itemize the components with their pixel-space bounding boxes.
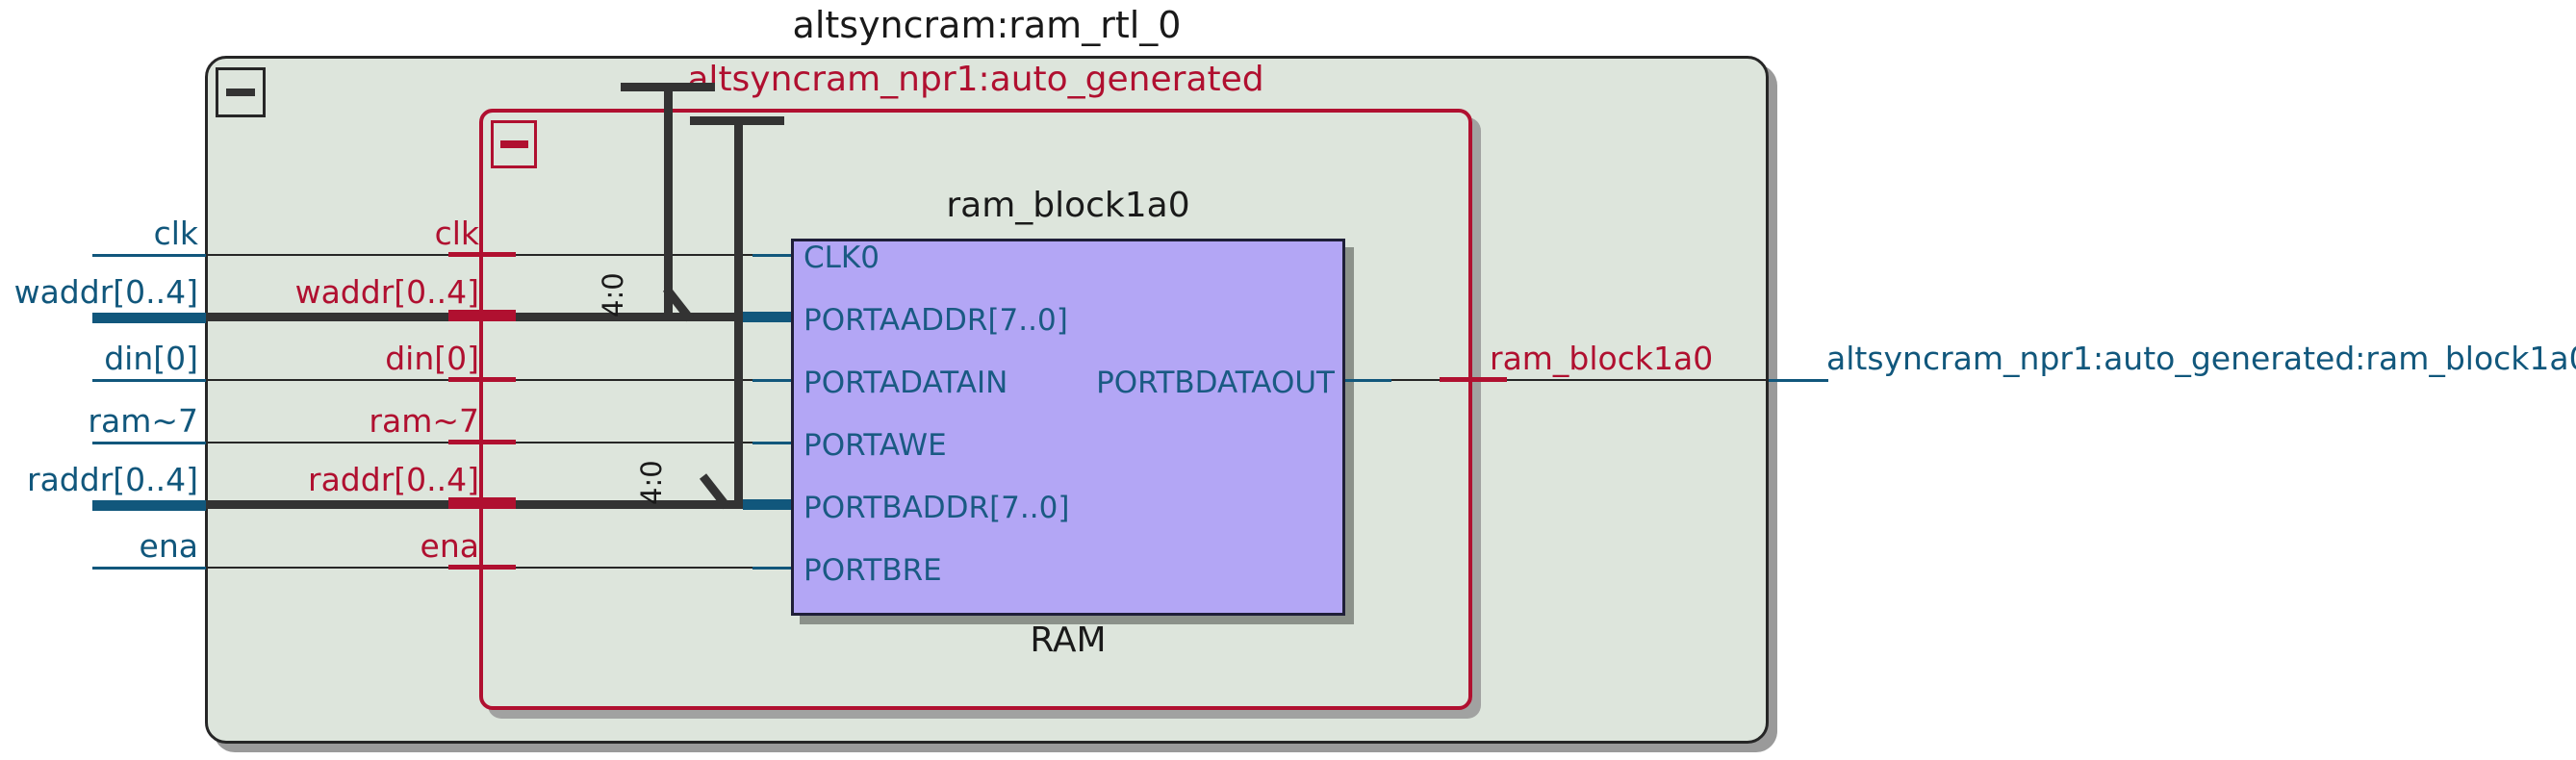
wire-span-raddr[interactable] bbox=[206, 500, 480, 509]
wire-outer-clk[interactable] bbox=[92, 254, 206, 257]
pin-label-inner-waddr: waddr[0..4] bbox=[294, 273, 479, 311]
ram-block-footer: RAM bbox=[1030, 621, 1107, 660]
wire-ram-clk[interactable] bbox=[516, 254, 791, 256]
outer-block-title: altsyncram:ram_rtl_0 bbox=[792, 4, 1182, 46]
pinstub-PORTAWE bbox=[752, 442, 793, 444]
pin-label-inner-clk: clk bbox=[434, 215, 479, 252]
collapse-outer-icon[interactable] bbox=[216, 67, 266, 117]
wire-out-inner-stub[interactable] bbox=[1440, 377, 1507, 382]
ram-block-title: ram_block1a0 bbox=[946, 186, 1190, 225]
wire-inner-ram7-stub[interactable] bbox=[448, 440, 516, 444]
pin-label-outer-waddr: waddr[0..4] bbox=[13, 273, 198, 311]
port-label-portbdataout: PORTBDATAOUT bbox=[1096, 366, 1335, 400]
port-label-portaaddr: PORTAADDR[7..0] bbox=[803, 303, 1068, 338]
port-label-portadatain: PORTADATAIN bbox=[803, 366, 1008, 400]
inner-block-title-wrap: altsyncram_npr1:auto_generated bbox=[479, 60, 1472, 99]
port-label-portawe: PORTAWE bbox=[803, 428, 947, 463]
bus-tap-b-width-label: 4:0 bbox=[635, 460, 668, 505]
port-label-portbaddr: PORTBADDR[7..0] bbox=[803, 491, 1070, 525]
pin-label-inner-raddr: raddr[0..4] bbox=[308, 461, 479, 498]
bus-tap-a-width-label: 4:0 bbox=[597, 272, 629, 317]
wire-inner-clk-stub[interactable] bbox=[448, 252, 516, 257]
wire-outer-ena[interactable] bbox=[92, 567, 206, 570]
collapse-inner-icon[interactable] bbox=[491, 120, 537, 168]
wire-ram-portb-re[interactable] bbox=[516, 567, 791, 569]
wire-span-ram7[interactable] bbox=[206, 442, 480, 443]
ram-block-footer-wrap: RAM bbox=[791, 621, 1345, 660]
wire-out-external[interactable] bbox=[1769, 379, 1828, 382]
ram-block-title-wrap: ram_block1a0 bbox=[791, 186, 1345, 225]
pin-label-inner-ena: ena bbox=[420, 527, 479, 565]
pin-label-out-inner: ram_block1a0 bbox=[1490, 340, 1714, 377]
bus-tap-b-stem bbox=[734, 120, 743, 509]
wire-inner-din-stub[interactable] bbox=[448, 377, 516, 382]
wire-ram-portb-addr[interactable] bbox=[516, 500, 743, 509]
ram-primitive-block[interactable]: CLK0 PORTAADDR[7..0] PORTADATAIN PORTAWE… bbox=[791, 239, 1345, 616]
wire-ram-porta-datain[interactable] bbox=[516, 379, 791, 381]
bus-tap-a-stem bbox=[664, 87, 673, 320]
wire-inner-raddr-stub[interactable] bbox=[448, 497, 516, 509]
pinstub-PORTBADDR bbox=[743, 499, 793, 510]
pinstub-PORTBRE bbox=[752, 567, 793, 570]
pinstub-CLK0 bbox=[752, 254, 793, 257]
wire-out-inner[interactable] bbox=[1391, 379, 1440, 381]
wire-inner-waddr-stub[interactable] bbox=[448, 310, 516, 321]
wire-outer-raddr[interactable] bbox=[92, 500, 206, 511]
wire-outer-waddr[interactable] bbox=[92, 313, 206, 323]
pinstub-PORTBDATAOUT bbox=[1345, 379, 1391, 382]
wire-ram-porta-addr[interactable] bbox=[516, 313, 743, 321]
pin-label-outer-din: din[0] bbox=[104, 340, 198, 377]
wire-ram-porta-we[interactable] bbox=[516, 442, 791, 443]
wire-span-clk[interactable] bbox=[206, 254, 480, 256]
pin-label-out-outer: altsyncram_npr1:auto_generated:ram_block… bbox=[1826, 340, 2576, 377]
wire-inner-ena-stub[interactable] bbox=[448, 565, 516, 570]
pin-label-outer-raddr: raddr[0..4] bbox=[27, 461, 198, 498]
pinstub-PORTADATAIN bbox=[752, 379, 793, 382]
wire-span-ena[interactable] bbox=[206, 567, 480, 569]
wire-span-din[interactable] bbox=[206, 379, 480, 381]
wire-outer-ram7[interactable] bbox=[92, 442, 206, 444]
pin-label-outer-clk: clk bbox=[153, 215, 198, 252]
pin-label-inner-din: din[0] bbox=[385, 340, 479, 377]
minus-icon bbox=[499, 140, 528, 148]
minus-icon bbox=[226, 89, 255, 96]
pinstub-PORTAADDR bbox=[743, 312, 793, 322]
inner-block-title: altsyncram_npr1:auto_generated bbox=[687, 60, 1264, 99]
wire-span-waddr[interactable] bbox=[206, 313, 480, 321]
wire-outer-din[interactable] bbox=[92, 379, 206, 382]
pin-label-inner-ram7: ram~7 bbox=[369, 402, 479, 440]
port-label-clk0: CLK0 bbox=[803, 241, 880, 275]
outer-block-title-wrap: altsyncram:ram_rtl_0 bbox=[205, 4, 1769, 46]
hierarchy-block-inner[interactable] bbox=[479, 109, 1472, 710]
wire-out-outer[interactable] bbox=[1507, 379, 1769, 381]
port-label-portbre: PORTBRE bbox=[803, 553, 942, 588]
pin-label-outer-ena: ena bbox=[139, 527, 198, 565]
pin-label-outer-ram7: ram~7 bbox=[88, 402, 198, 440]
